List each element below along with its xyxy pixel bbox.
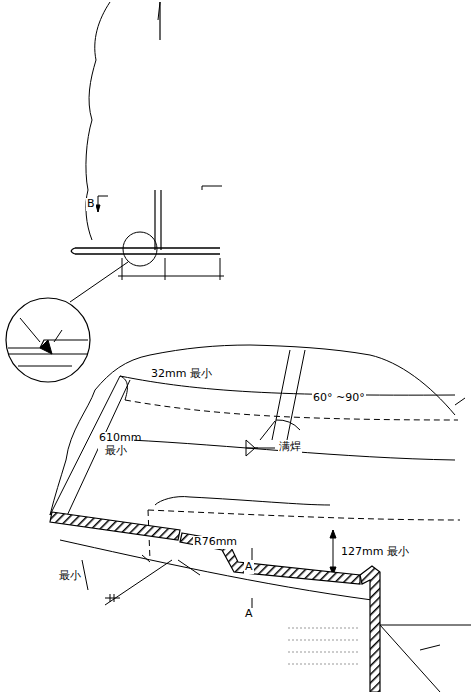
break-outline [86, 2, 160, 240]
dimension-label: R76mm [193, 536, 238, 549]
dimension-label: B [86, 198, 96, 211]
dimension-label: 610mm 最小 [98, 432, 134, 457]
dimension-label: 最小 [58, 570, 82, 583]
break-outline [95, 345, 455, 415]
dimension-label: 满焊 [278, 441, 302, 454]
dimension-label: A [244, 561, 254, 574]
dimension-label: 127mm 最小 [340, 546, 410, 559]
dimension-label: 60° ~90° [312, 392, 366, 405]
dimension-label: 32mm 最小 [150, 368, 213, 381]
dimension-label: A [244, 608, 254, 621]
